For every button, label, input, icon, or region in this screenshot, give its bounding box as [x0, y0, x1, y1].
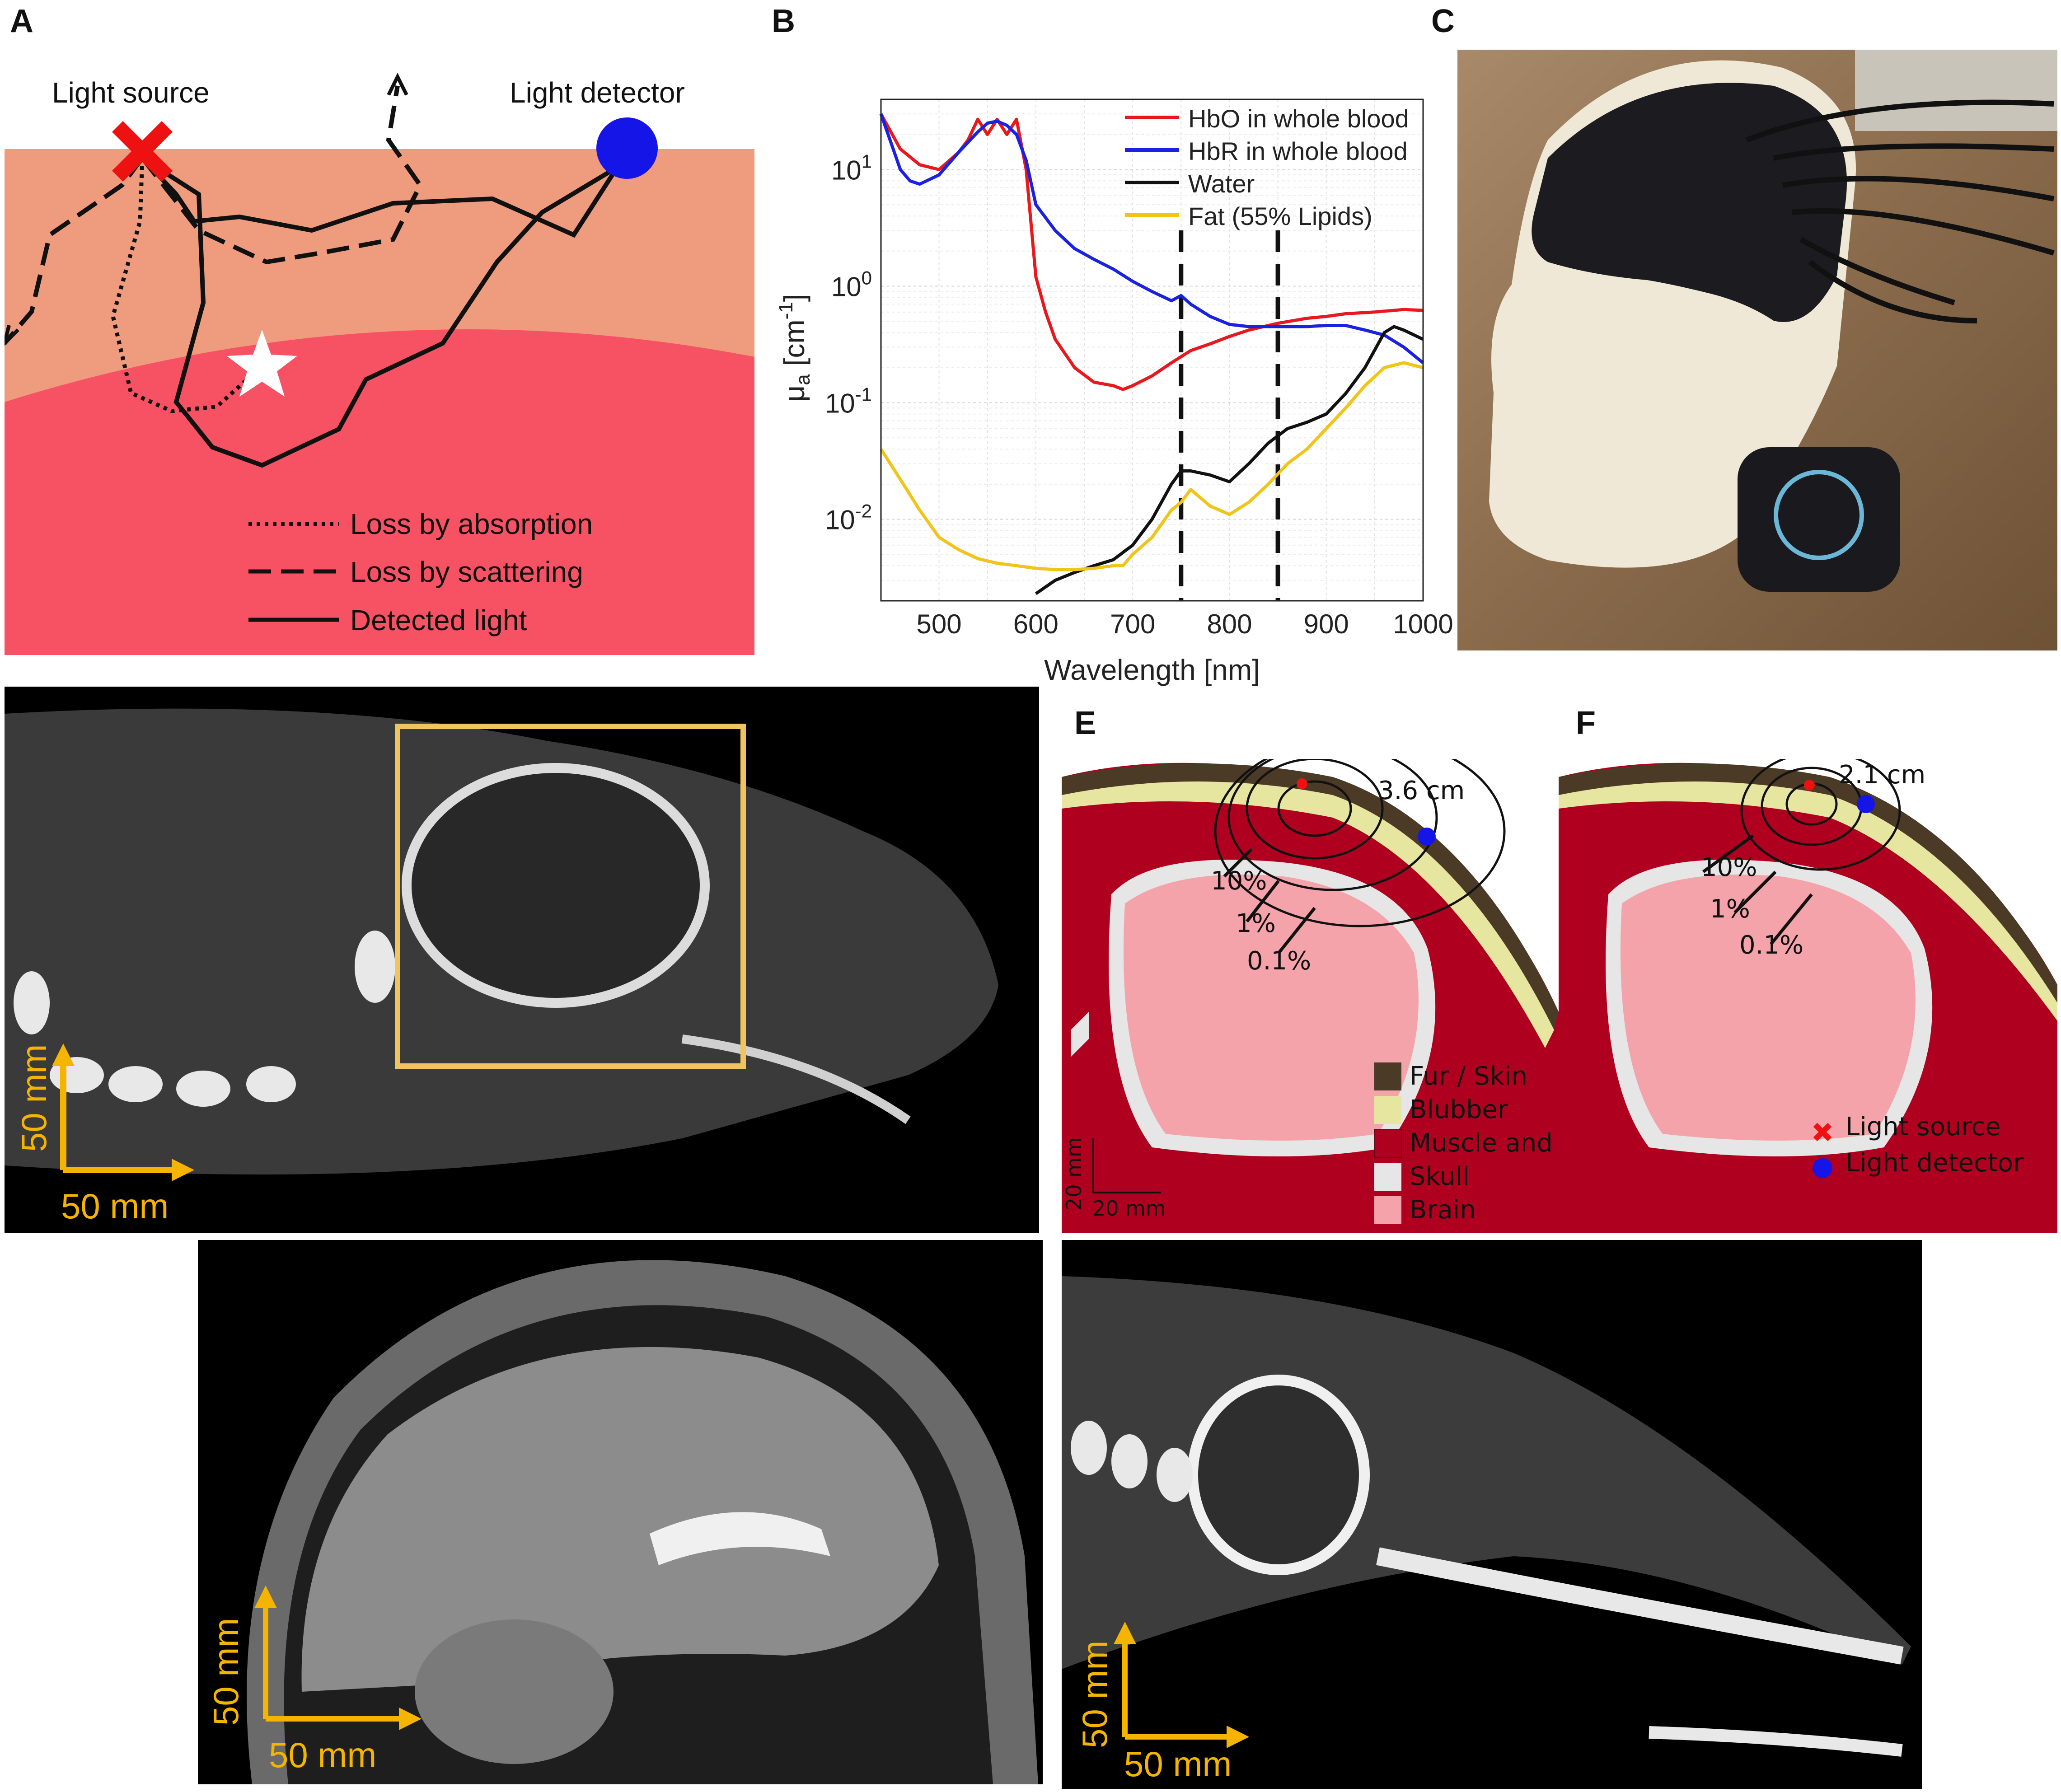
x-tick-label: 1000 [1393, 609, 1453, 639]
series-line [880, 361, 1424, 571]
x-tick-label: 700 [1110, 609, 1155, 639]
legend-swatch-blubber [1374, 1096, 1401, 1124]
panel-label-b: B [772, 3, 795, 39]
legend-swatch-brain [1374, 1196, 1401, 1224]
absorption-spectrum-chart: 500 600 700 800 900 1000 101 100 10-1 10-2 Wavel… [775, 98, 1453, 686]
skull-outline [402, 763, 710, 1008]
series-line [1035, 325, 1424, 595]
brite-device [1738, 447, 1900, 592]
distance-label-f: 2.1 cm [1839, 760, 1926, 790]
scale-label-horizontal-h: 50 mm [1124, 1744, 1232, 1784]
panel-a-diagram: Loss by absorption Loss by scattering De… [5, 73, 754, 655]
legend-detector-icon [1813, 1158, 1832, 1178]
skull-outline [1187, 1375, 1370, 1575]
legend-label-skull: Skull [1410, 1162, 1470, 1191]
x-tick-label: 600 [1013, 609, 1059, 639]
legend-label-light-detector: Light detector [1846, 1148, 2024, 1178]
ct-scan-image-d [5, 687, 1039, 1233]
legend-label-light-source: Light source [1846, 1112, 2001, 1142]
detected-light-path-1 [141, 156, 617, 238]
scale-label-vertical-g: 50 mm [206, 1618, 246, 1726]
light-detector-dot-icon [596, 117, 658, 179]
legend-swatch-fur [1374, 1062, 1401, 1090]
legend-label: HbR in whole blood [1188, 137, 1408, 165]
series-line [879, 113, 1424, 364]
scale-label-vertical-d: 50 mm [14, 1044, 54, 1152]
legend-label: Fat (55% Lipids) [1188, 202, 1372, 230]
legend-label-brain: Brain [1410, 1195, 1476, 1225]
scale-label-horizontal-g: 50 mm [269, 1735, 377, 1775]
light-source-cross-icon [112, 121, 173, 182]
legend-swatch-skull [1374, 1163, 1401, 1191]
y-tick-labels: 101 100 10-1 10-2 [825, 150, 872, 535]
legend-source-icon [1813, 1123, 1832, 1142]
x-tick-label: 500 [917, 609, 962, 639]
y-axis-label: μa [cm-1] [775, 294, 814, 402]
ct-scan-image-h [1062, 1240, 1922, 1789]
scale-label-horizontal-d: 50 mm [61, 1186, 169, 1226]
scale-bar-e [1092, 1138, 1161, 1193]
brain-cortex [301, 1347, 939, 1692]
legend-label-fur: Fur / Skin [1410, 1062, 1528, 1091]
light-source-marker-icon [1804, 780, 1815, 791]
tissue-segmentation-e [1062, 759, 1559, 1233]
y-tick-label: 100 [831, 267, 872, 302]
tissue-segmentation-f [1559, 759, 2057, 1233]
arrowhead-icon [5, 325, 19, 346]
scattering-loss-path-1 [5, 157, 144, 345]
light-source-marker-icon [1297, 778, 1307, 789]
light-detector-label: Light detector [510, 76, 685, 109]
y-tick-label: 10-1 [825, 384, 872, 419]
contour-label-1-f: 1% [1710, 894, 1750, 924]
distance-label-e: 3.6 cm [1378, 776, 1465, 805]
region-of-interest-box [395, 724, 746, 1069]
light-source-label: Light source [52, 76, 210, 109]
chart-series [879, 113, 1424, 595]
scale-bar-icon [263, 1601, 406, 1722]
legend-label: Water [1188, 169, 1255, 198]
mri-brain-image-g [198, 1240, 1043, 1784]
legend-absorption: Loss by absorption [350, 508, 593, 540]
contour-label-01-f: 0.1% [1739, 931, 1804, 960]
detected-light-path-2 [141, 156, 611, 468]
x-tick-labels: 500 600 700 800 900 1000 [917, 609, 1453, 639]
panel-label-f: F [1576, 705, 1596, 741]
contour-label-01-e: 0.1% [1247, 946, 1312, 976]
light-detector-marker-icon [1418, 828, 1436, 846]
light-detector-marker-icon [1857, 795, 1875, 813]
scale-bar-icon [1122, 1638, 1233, 1740]
plot-frame [880, 98, 1424, 602]
contour-label-10-e: 10% [1211, 866, 1267, 896]
x-axis-label: Wavelength [nm] [1044, 654, 1260, 686]
legend-label-blubber: Blubber [1410, 1095, 1508, 1124]
y-tick-label: 10-2 [825, 501, 872, 535]
photo-fnirs-headset-on-model [1457, 50, 2057, 650]
panel-label-e: E [1074, 705, 1096, 741]
legend-scattering: Loss by scattering [350, 556, 583, 588]
panel-label-a: A [10, 3, 33, 39]
brain-region [1123, 875, 1419, 1141]
x-tick-label: 800 [1207, 609, 1252, 639]
y-tick-label: 101 [831, 150, 872, 185]
legend-label: HbO in whole blood [1188, 104, 1409, 133]
legend-detected: Detected light [350, 604, 527, 636]
lower-tissue-layer [5, 329, 754, 655]
arrowhead-icon [387, 73, 408, 96]
contour-label-10-f: 10% [1701, 853, 1757, 882]
scale-label-horizontal-e: 20 mm [1092, 1196, 1166, 1221]
chart-vlines [1179, 230, 1280, 601]
absorption-star-icon [227, 330, 297, 397]
contour-label-1-e: 1% [1236, 909, 1276, 938]
legend-swatch-muscle [1374, 1129, 1402, 1158]
scale-label-vertical-e: 20 mm [1062, 1137, 1086, 1211]
scale-bar-icon [60, 1057, 181, 1173]
panel-label-c: C [1431, 3, 1455, 39]
x-tick-label: 900 [1304, 609, 1349, 639]
chart-grid [881, 99, 1424, 601]
series-line [879, 113, 1424, 391]
scattering-loss-path-2 [141, 85, 423, 265]
scale-label-vertical-h: 50 mm [1075, 1640, 1115, 1748]
eeg-cap [1532, 83, 1847, 322]
